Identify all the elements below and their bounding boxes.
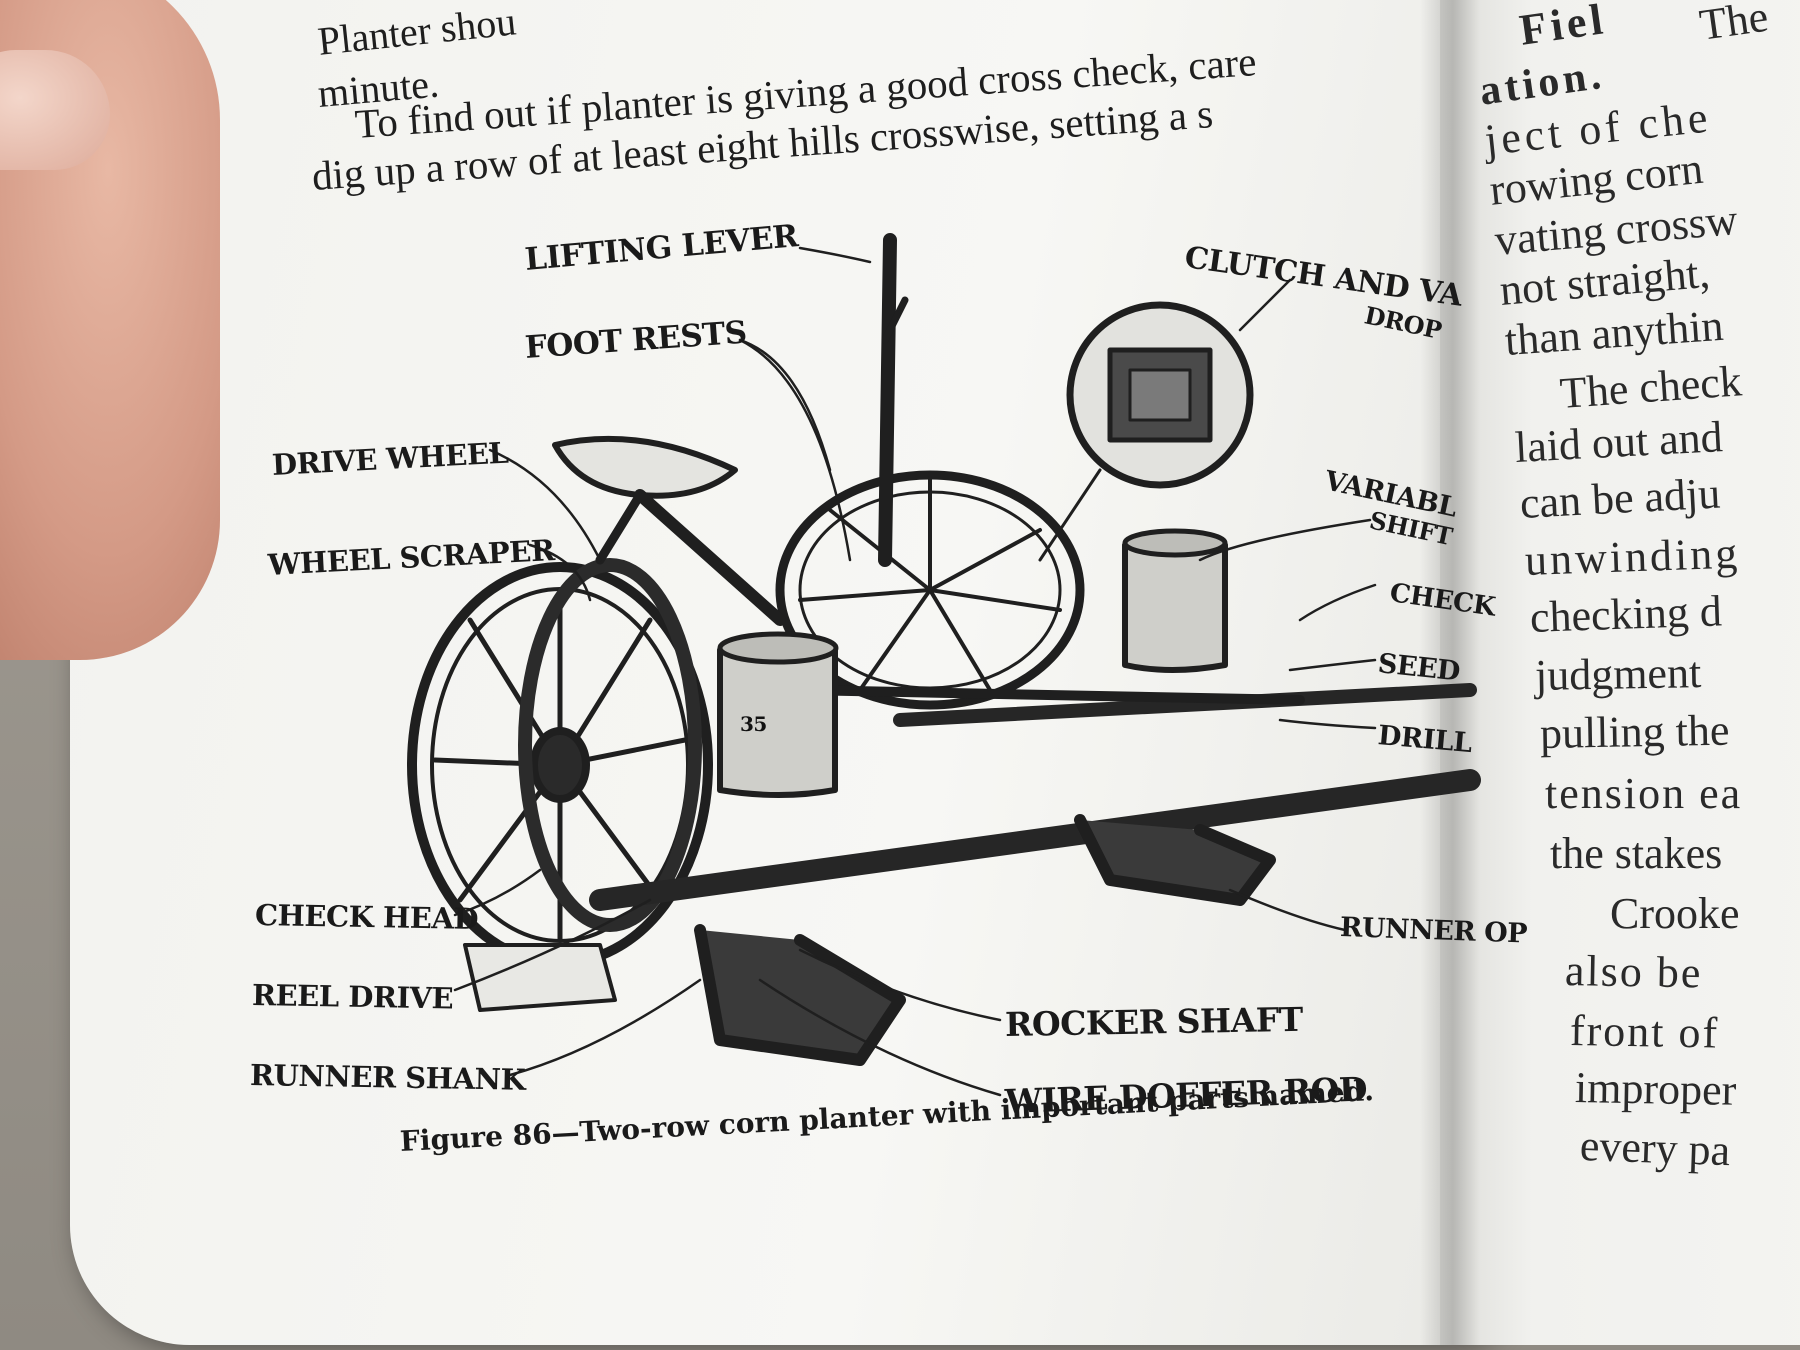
right-page <box>1440 0 1800 1345</box>
main-frame <box>589 769 1481 911</box>
right-line-19: also be <box>1564 946 1703 998</box>
thumbnail <box>0 50 110 170</box>
right-line-16: tension ea <box>1545 769 1743 818</box>
right-line-10: laid out and <box>1513 412 1724 472</box>
right-line-14: judgment <box>1534 648 1702 700</box>
right-line-13: checking d <box>1529 586 1723 642</box>
seat <box>552 435 738 499</box>
leader-lines <box>453 246 1377 1097</box>
right-line-15: pulling the <box>1539 705 1730 758</box>
hopper-number: 35 <box>740 712 767 736</box>
thumb <box>0 0 220 660</box>
right-line-20: front of <box>1569 1006 1720 1058</box>
check-head-block <box>463 943 617 1012</box>
right-line-heading: Fiel <box>1516 0 1610 55</box>
right-line-18: Crooke <box>1610 889 1740 938</box>
right-line-17: the stakes <box>1550 829 1723 878</box>
right-wheel-rim <box>775 470 1085 710</box>
right-line-22: every pa <box>1579 1121 1732 1176</box>
right-line-21: improper <box>1574 1063 1737 1115</box>
right-line-heading-2: The <box>1696 0 1772 50</box>
right-runner-opener <box>1074 814 1276 906</box>
right-line-12: unwinding <box>1524 528 1741 585</box>
right-line-9: The check <box>1558 356 1744 418</box>
right-line-11: can be adju <box>1518 468 1722 528</box>
lifting-lever <box>878 233 897 567</box>
book-gutter <box>1420 0 1480 1345</box>
